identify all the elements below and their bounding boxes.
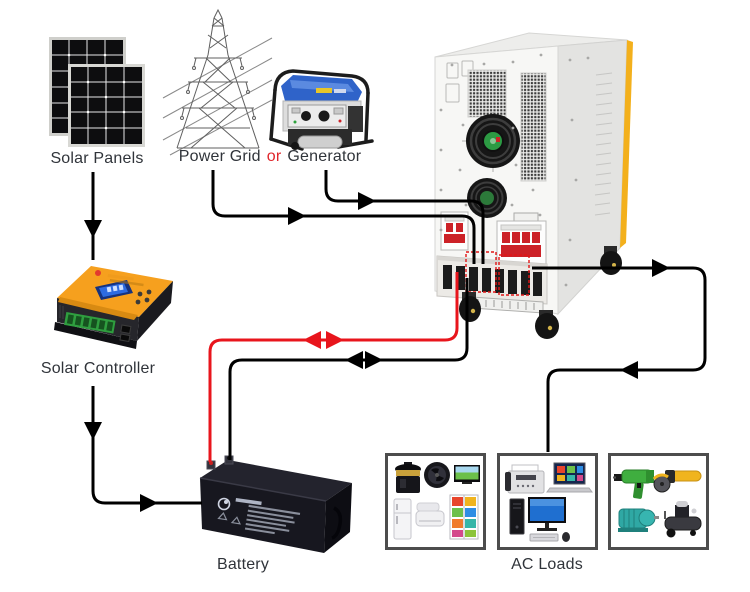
inverter-breaker-left (440, 211, 469, 251)
generator-frame (269, 69, 374, 151)
air-conditioner-icon (415, 502, 445, 527)
arrow-bidir-red-left (303, 331, 321, 349)
battery-label: Battery (217, 556, 269, 574)
terminal-posts (443, 265, 542, 296)
controller-top-edge (58, 297, 138, 320)
battery-front-face (200, 478, 326, 553)
solar-panels-illustration (49, 37, 145, 147)
controller-side-face (137, 281, 173, 341)
ac-loads-box-tools (608, 453, 709, 550)
generator-body (282, 100, 363, 132)
wire-controller-to-battery (91, 386, 202, 505)
ac-loads-box-office (497, 453, 598, 550)
generator-label-text: Generator (287, 148, 362, 165)
wire-battery-positive (208, 272, 459, 462)
arrow-down-controller (84, 422, 102, 440)
arrow-bidir-black-left (345, 351, 363, 369)
wire-battery-negative (228, 278, 469, 460)
arrow-bidir-red-right (326, 331, 344, 349)
fax-machine-icon (505, 464, 545, 494)
battery-edge-highlight (199, 477, 327, 502)
inverter-side-vents (594, 72, 613, 216)
battery-side-face (324, 483, 352, 553)
generator-illustration (269, 69, 374, 151)
inverter-vent-grille-right (520, 72, 547, 182)
inverter-terminal-block (436, 251, 548, 305)
generator-canopy (281, 75, 362, 105)
electric-drill-icon (613, 469, 654, 499)
battery-top-face (200, 460, 352, 501)
inverter-name-plate (513, 212, 539, 222)
solar-controller-illustration (54, 266, 173, 349)
wire-generator-to-inverter (324, 170, 485, 264)
controller-branding (107, 274, 134, 281)
wire-inverter-to-ac-loads (532, 266, 707, 452)
pressure-cooker-icon (395, 462, 421, 493)
inverter-fan-large (462, 112, 524, 172)
household-appliances-icons (393, 462, 480, 540)
inverter-screws (439, 53, 590, 287)
power-source-label: Power Grid or Generator (179, 148, 362, 166)
inverter-vent-grille-top (467, 69, 507, 118)
power-grid-label-text: Power Grid (178, 148, 261, 165)
insulators (180, 57, 256, 120)
controller-ports (119, 324, 132, 343)
tv-icon (454, 465, 480, 484)
double-door-fridge-icon (449, 494, 479, 540)
arrowheads (84, 192, 670, 512)
arrow-right-grid (288, 207, 306, 225)
controller-model-text (109, 279, 144, 287)
terminal-highlight-left (465, 251, 497, 293)
ac-loads-label-text: AC Loads (511, 556, 583, 573)
power-grid-tower-illustration (162, 8, 273, 156)
red-arrowheads (303, 331, 344, 349)
inverter-fan-small (467, 178, 507, 218)
generator-engine (288, 129, 352, 150)
ac-loads-box-household (385, 453, 486, 550)
angle-grinder-icon (652, 470, 702, 493)
controller-terminal-strip (64, 312, 116, 334)
solar-controller-label-text: Solar Controller (40, 360, 156, 377)
controller-logo (95, 270, 101, 276)
refrigerator-icon (393, 498, 412, 540)
or-label-text: or (266, 148, 282, 165)
ac-loads-label: AC Loads (511, 556, 583, 574)
wire-grid-to-inverter (211, 170, 476, 264)
controller-lcd-screen (95, 280, 133, 300)
arrow-left-ac (620, 361, 638, 379)
inverter-breaker-right (496, 220, 547, 265)
solar-panel-front (68, 64, 145, 147)
inverter-yellow-edge (620, 40, 633, 248)
arrow-bidir-black-right (365, 351, 383, 369)
keyboard-icon (529, 533, 559, 542)
electric-motor-icon (618, 508, 659, 532)
arrow-right-generator (358, 192, 376, 210)
battery-illustration (199, 455, 352, 553)
battery-label-text: Battery (216, 556, 270, 573)
solar-panels-label: Solar Panels (50, 150, 143, 168)
monitor-icon (528, 497, 566, 531)
mouse-icon (562, 532, 570, 542)
power-tools-icons (613, 469, 702, 538)
solar-panels-label-text: Solar Panels (50, 150, 144, 167)
terminal-highlight-right (498, 254, 530, 296)
arrow-down-solar (84, 220, 102, 238)
solar-controller-label: Solar Controller (41, 360, 155, 378)
laptop-icon (546, 462, 593, 493)
office-equipment-icons (505, 462, 593, 542)
inverter-illustration (434, 32, 633, 339)
arrow-right-to-battery (140, 494, 158, 512)
air-compressor-icon (664, 501, 702, 538)
battery-label-print (217, 497, 301, 535)
controller-base (54, 322, 137, 349)
electric-fan-icon (424, 462, 450, 488)
desktop-tower-icon (509, 498, 525, 535)
arrow-right-ac (652, 259, 670, 277)
controller-louvers (59, 305, 64, 319)
controller-buttons (135, 289, 152, 305)
battery-handle (331, 506, 343, 540)
